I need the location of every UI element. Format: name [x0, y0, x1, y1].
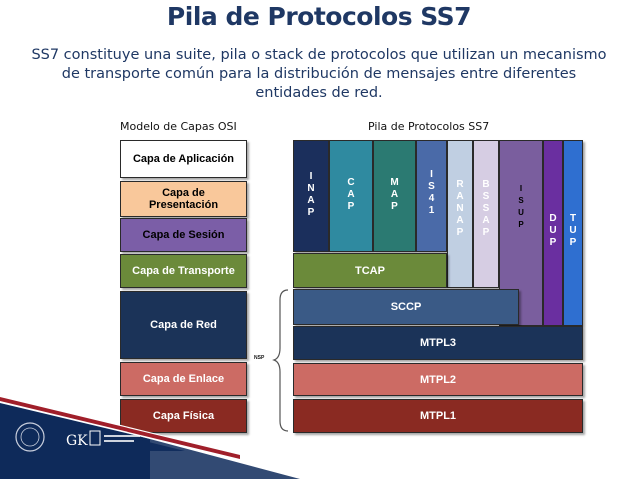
- osi-layer-network: Capa de Red: [120, 291, 247, 359]
- logo-mark-icon: [89, 430, 101, 446]
- column-letter: S: [482, 203, 490, 214]
- column-letter: A: [456, 191, 464, 202]
- page-title: Pila de Protocolos SS7: [166, 2, 472, 31]
- osi-layer-transport: Capa de Transporte: [120, 254, 247, 288]
- mtpl2-label: MTPL2: [419, 373, 457, 386]
- page-subtitle: SS7 constituye una suite, pila o stack d…: [8, 46, 630, 103]
- nsp-brace: [272, 289, 289, 432]
- column-letter: C: [347, 177, 355, 188]
- subtitle-line: entidades de red.: [255, 85, 383, 101]
- column-letter: U: [518, 208, 524, 217]
- mtpl3-label: MTPL3: [419, 337, 457, 349]
- column-letter: P: [347, 201, 355, 212]
- column-letter: 4: [428, 193, 435, 204]
- column-letter: P: [482, 227, 490, 238]
- column-letter: I: [430, 169, 433, 180]
- subtitle-line: de transporte común para la distribución…: [61, 66, 577, 82]
- ss7-mtpl2: MTPL2: [293, 363, 583, 396]
- osi-layer-label: Capa de Sesión: [142, 229, 225, 241]
- tcap-label: TCAP: [355, 264, 385, 277]
- logo-icon: GK: [66, 433, 88, 449]
- column-letter: P: [549, 237, 557, 248]
- nsp-label: NSP: [254, 355, 265, 361]
- osi-layer-label: Capa de Presentación: [148, 187, 219, 211]
- osi-layer-label: Capa de Transporte: [132, 265, 235, 277]
- column-letter: M: [390, 177, 399, 188]
- osi-header: Modelo de Capas OSI: [120, 120, 237, 133]
- column-letter: S: [518, 196, 524, 205]
- column-letter: 1: [428, 205, 435, 216]
- osi-layer-session: Capa de Sesión: [120, 218, 247, 252]
- column-letter: R: [456, 179, 464, 190]
- osi-layer-label: Capa de Enlace: [142, 373, 225, 385]
- column-letter: U: [549, 225, 557, 236]
- column-letter: D: [549, 213, 557, 224]
- column-letter: I: [309, 171, 313, 182]
- column-letter: S: [428, 181, 435, 192]
- osi-layer-link: Capa de Enlace: [120, 362, 247, 396]
- column-letter: P: [391, 201, 398, 212]
- column-letter: A: [307, 195, 315, 206]
- osi-layer-application: Capa de Aplicación: [120, 140, 247, 178]
- footer-decoration: GK: [0, 395, 300, 479]
- subtitle-line: SS7 constituye una suite, pila o stack d…: [31, 47, 607, 63]
- osi-layer-presentation: Capa de Presentación: [120, 181, 247, 217]
- column-letter: B: [482, 179, 490, 190]
- column-letter: N: [456, 203, 464, 214]
- column-letter: P: [456, 227, 464, 238]
- column-letter: I: [519, 184, 523, 193]
- column-letter: P: [518, 220, 524, 229]
- column-letter: P: [569, 237, 577, 248]
- ss7-mtpl3: MTPL3: [293, 326, 583, 360]
- column-letter: A: [482, 215, 490, 226]
- column-letter: A: [456, 215, 464, 226]
- column-letter: U: [569, 225, 577, 236]
- osi-layer-label: Capa de Aplicación: [132, 153, 235, 165]
- osi-layer-label: Capa Física: [152, 410, 215, 422]
- osi-layer-label: Capa de Red: [150, 319, 217, 331]
- column-letter: S: [482, 191, 490, 202]
- column-letter: T: [569, 213, 577, 224]
- column-letter: A: [347, 189, 355, 200]
- osi-layer-physical: Capa Física: [120, 399, 247, 433]
- ss7-tcap: TCAP: [293, 253, 447, 288]
- mtpl1-label: MTPL1: [419, 410, 457, 422]
- column-letter: N: [307, 183, 315, 194]
- column-letter: P: [307, 207, 315, 218]
- column-letter: A: [390, 189, 399, 200]
- sccp-label: SCCP: [390, 301, 422, 313]
- ss7-header: Pila de Protocolos SS7: [368, 120, 490, 133]
- ss7-sccp: SCCP: [293, 289, 519, 325]
- seal-icon: [15, 422, 45, 452]
- ss7-mtpl1: MTPL1: [293, 399, 583, 433]
